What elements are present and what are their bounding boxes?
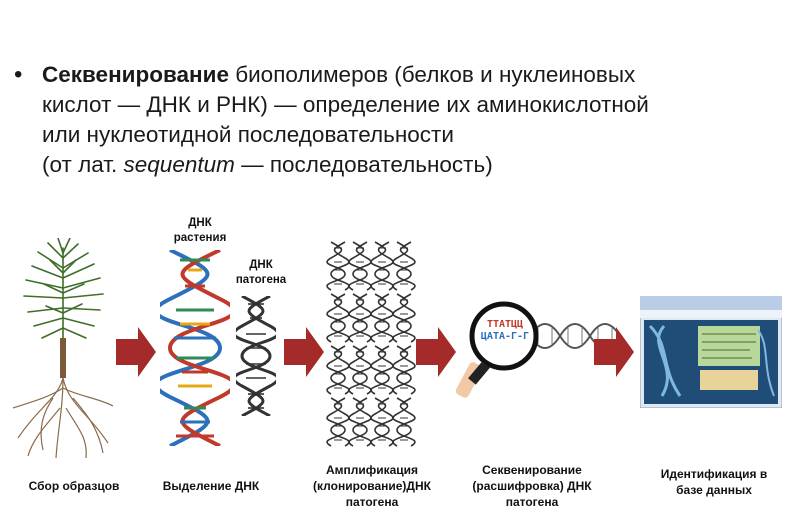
plant-dna-label: ДНК растения xyxy=(170,216,230,246)
pine-seedling-image xyxy=(12,238,114,459)
step-3-line1: Амплификация xyxy=(325,463,419,477)
step-3-line3: патогена xyxy=(345,495,399,509)
definition-line1: биополимеров (белков и нуклеиновых xyxy=(228,62,636,87)
database-window-image xyxy=(640,296,782,408)
step-caption-amplification: Амплификация (клонирование)ДНК патогена xyxy=(302,462,442,510)
step-3-line2: (клонирование)ДНК xyxy=(313,479,431,493)
arrow-2 xyxy=(284,327,324,377)
arrow-1 xyxy=(116,327,156,377)
magnifier-icon xyxy=(456,301,539,398)
amplified-dna-copies-image xyxy=(326,241,416,447)
plant-dna-label-line2: растения xyxy=(173,232,227,244)
definition-block: • Секвенирование биополимеров (белков и … xyxy=(14,60,794,180)
step-5-line2: базе данных xyxy=(676,483,752,497)
pathogen-dna-label-line2: патогена xyxy=(235,274,287,286)
pathogen-dna-label-line1: ДНК xyxy=(249,259,273,271)
arrow-3 xyxy=(416,327,456,377)
definition-line2: кислот — ДНК и РНК) — определение их ами… xyxy=(42,92,649,117)
step-4-line2: (расшифровка) ДНК xyxy=(472,479,592,493)
definition-line4-suffix: — последовательность) xyxy=(234,152,493,177)
step-4-line1: Секвенирование xyxy=(482,463,582,477)
step-2-line1: Выделение ДНК xyxy=(162,479,260,493)
definition-term: Секвенирование xyxy=(42,62,229,87)
arrow-4 xyxy=(594,327,634,377)
sequence-top-strand: ТТАТЦЦ xyxy=(486,319,524,330)
step-4-line3: патогена xyxy=(505,495,559,509)
sequence-readout: ТТАТЦЦ ЦАТА-Г-Г xyxy=(470,319,540,343)
bullet-icon: • xyxy=(14,61,23,88)
step-caption-identification: Идентификация в базе данных xyxy=(644,466,784,498)
step-caption-extraction: Выделение ДНК xyxy=(156,478,266,494)
definition-paragraph: Секвенирование биополимеров (белков и ну… xyxy=(42,60,794,180)
step-caption-collection: Сбор образцов xyxy=(14,478,134,494)
step-1-line1: Сбор образцов xyxy=(28,479,120,493)
step-caption-sequencing: Секвенирование (расшифровка) ДНК патоген… xyxy=(462,462,602,510)
definition-line3: или нуклеотидной последовательности xyxy=(42,122,454,147)
sequence-bottom-strand: ЦАТА-Г-Г xyxy=(480,331,530,342)
pathogen-dna-helix-image xyxy=(236,296,276,416)
definition-line4-prefix: (от лат. xyxy=(42,152,124,177)
plant-dna-label-line1: ДНК xyxy=(188,217,212,229)
plant-dna-helix-image xyxy=(160,250,230,446)
definition-latin-word: sequentum xyxy=(123,152,235,177)
step-5-line1: Идентификация в xyxy=(660,467,768,481)
pathogen-dna-label: ДНК патогена xyxy=(228,258,294,288)
